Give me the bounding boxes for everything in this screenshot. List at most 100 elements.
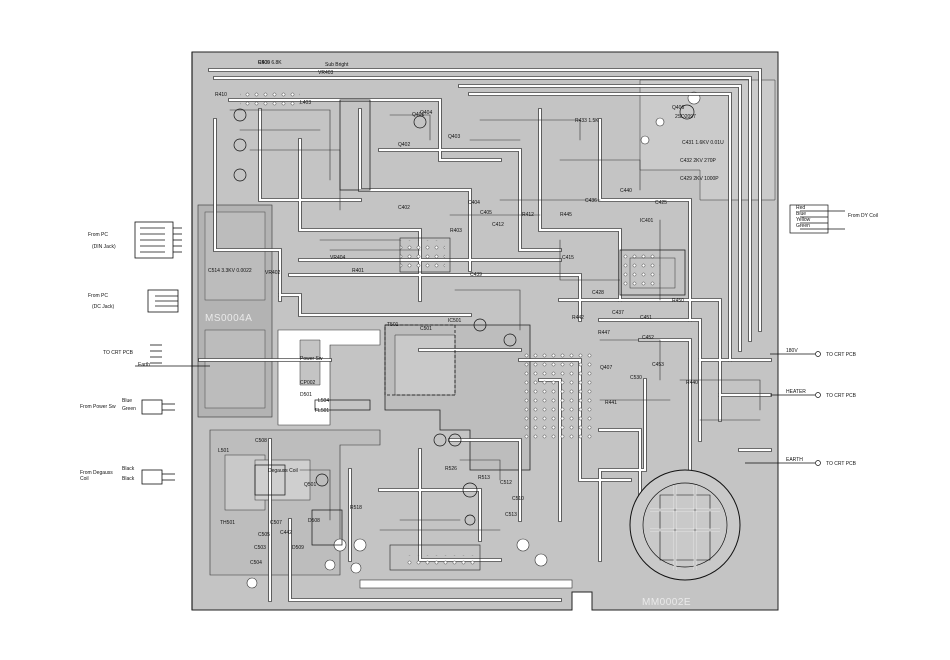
dy-wire-red: Red: [796, 205, 806, 211]
conn-power-sw-wire1: Blue: [122, 398, 133, 404]
component-ref-label: D509: [292, 545, 304, 551]
component-ref-label: FL501: [315, 408, 330, 414]
component-ref-label: C508: [255, 438, 267, 444]
component-ref-label: R412: [522, 212, 534, 218]
component-ref-label: T501: [387, 322, 399, 328]
component-ref-label: C507: [270, 520, 282, 526]
component-ref-label: C506: [258, 60, 270, 66]
component-ref-label: Q401: [412, 112, 425, 118]
dy-wire-blue: Blue: [796, 211, 807, 217]
component-ref-label: Q407: [600, 365, 613, 371]
component-ref-label: R440: [686, 380, 698, 386]
component-ref-label: L501: [218, 448, 230, 454]
component-ref-label: C412: [492, 222, 504, 228]
conn-crt-earth-sub: Earth: [138, 362, 150, 368]
component-ref-label: IC401: [640, 218, 654, 224]
conn-din-sub: (DIN Jack): [92, 244, 116, 250]
component-ref-label: R442: [572, 315, 584, 321]
component-ref-label: Sub Bright: [325, 62, 349, 68]
conn-crt-earth-to: TO CRT PCB: [103, 350, 134, 356]
component-ref-label: R526: [445, 466, 457, 472]
pad-arrays: [240, 90, 660, 565]
component-ref-label: C514 3.3KV 0.0022: [208, 268, 252, 274]
component-ref-label: Q406: [672, 105, 685, 111]
component-ref-label: Q404: [420, 110, 433, 116]
component-ref-label: IC501: [448, 318, 462, 324]
conn-dc-from: From PC: [88, 293, 108, 299]
component-ref-label: C451: [640, 315, 652, 321]
crt-socket: [629, 469, 741, 581]
conn-degauss-wire2: Black: [122, 476, 135, 482]
rconn-earth-to: TO CRT PCB: [826, 461, 857, 467]
component-ref-label: C512: [500, 480, 512, 486]
component-ref-label: CP002: [300, 380, 316, 386]
component-ref-label: C442: [280, 530, 292, 536]
component-ref-label: C530: [630, 375, 642, 381]
component-ref-label: D508: [308, 518, 320, 524]
component-ref-label: C404: [468, 200, 480, 206]
component-ref-label: C431 1.6KV 0.01U: [682, 140, 724, 146]
component-ref-label: C437: [612, 310, 624, 316]
dy-wire-yellow: Yellow: [796, 217, 811, 223]
component-ref-label: C429 2KV 1000P: [680, 176, 719, 182]
dy-from-label: From DY Coil: [848, 213, 878, 219]
conn-power-sw-wire2: Green: [122, 406, 136, 412]
component-ref-label: L403: [300, 100, 312, 106]
component-ref-label: C505: [258, 532, 270, 538]
rconn-heater-label: HEATER: [786, 389, 806, 395]
component-ref-label: C503: [254, 545, 266, 551]
component-ref-label: Q403: [448, 134, 461, 140]
component-ref-label: R441: [605, 400, 617, 406]
component-ref-label: R433 1.5K: [575, 118, 599, 124]
component-ref-label: C510: [512, 496, 524, 502]
component-ref-label: Q501: [304, 482, 317, 488]
ic-packages: [339, 99, 686, 571]
component-ref-label: D501: [300, 392, 312, 398]
component-ref-label: R401: [352, 268, 364, 274]
component-ref-label: C402: [398, 205, 410, 211]
rconn-180v-to: TO CRT PCB: [826, 352, 857, 358]
rconn-180v-label: 180V: [786, 348, 798, 354]
component-ref-label: C425: [655, 200, 667, 206]
components: [233, 104, 695, 549]
component-ref-label: VR402: [265, 270, 281, 276]
component-ref-label: R518: [350, 505, 362, 511]
conn-din-from: From PC: [88, 232, 108, 238]
component-ref-label: C432 2KV 270P: [680, 158, 716, 164]
component-ref-label: R513: [478, 475, 490, 481]
component-ref-label: Degauss Coil: [268, 468, 298, 474]
component-ref-label: C428: [592, 290, 604, 296]
component-ref-label: C452: [642, 335, 654, 341]
component-ref-label: R445: [560, 212, 572, 218]
component-ref-label: R409 6.8K: [258, 60, 282, 66]
component-ref-label: L504: [318, 398, 330, 404]
left-connector-graphics: [134, 221, 210, 485]
component-ref-label: C513: [505, 512, 517, 518]
component-ref-label: R403: [450, 228, 462, 234]
component-ref-label: TH501: [220, 520, 236, 526]
rconn-heater-to: TO CRT PCB: [826, 393, 857, 399]
component-ref-label: VR403: [318, 70, 334, 76]
component-ref-label: C439: [470, 272, 482, 278]
component-ref-label: Q402: [398, 142, 411, 148]
component-ref-label: C453: [652, 362, 664, 368]
component-ref-label: R410: [215, 92, 227, 98]
component-ref-label: R447: [598, 330, 610, 336]
conn-degauss-from: From Degauss Coil: [80, 470, 113, 482]
component-ref-label: C436: [585, 198, 597, 204]
component-ref-label: C405: [480, 210, 492, 216]
board-code-bottom: MM0002E: [642, 597, 692, 608]
conn-degauss-wire1: Black: [122, 466, 135, 472]
conn-dc-sub: (DC Jack): [92, 304, 115, 310]
component-ref-label: VR404: [330, 255, 346, 261]
component-ref-label: C440: [620, 188, 632, 194]
dy-wire-green: Green: [796, 223, 810, 229]
component-ref-label: C504: [250, 560, 262, 566]
component-ref-label: C501: [420, 326, 432, 332]
component-ref-label: Power Sw: [300, 356, 323, 362]
component-ref-label: 2SD2097: [675, 114, 696, 120]
conn-power-sw-from: From Power Sw: [80, 404, 116, 410]
component-ref-label: C415: [562, 255, 574, 261]
component-ref-label: R450: [672, 298, 684, 304]
